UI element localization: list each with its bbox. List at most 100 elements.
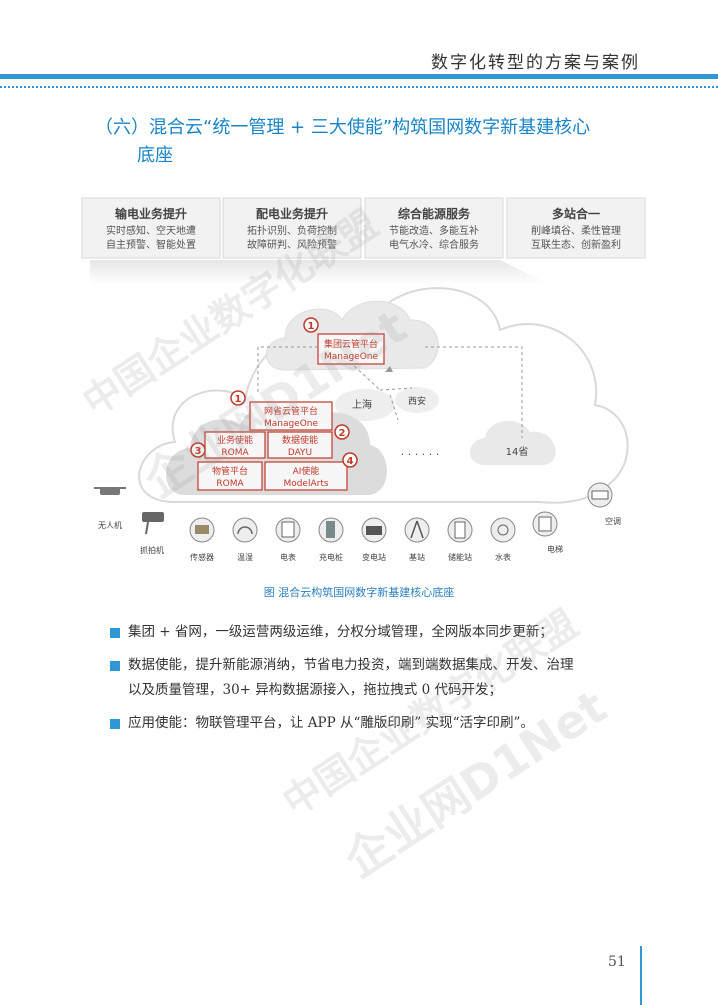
svg-text:空调: 空调	[605, 516, 621, 526]
svg-text:抓拍机: 抓拍机	[140, 545, 164, 555]
section-title-line1: （六）混合云“统一管理 + 三大使能”构筑国网数字新基建核心	[95, 117, 591, 138]
bullet-text-cont: 以及质量管理，30+ 异构数据源接入，拖拉拽式 0 代码开发；	[128, 682, 502, 698]
drone-icon	[94, 487, 126, 495]
svg-text:1: 1	[235, 394, 242, 405]
svg-text:1: 1	[308, 321, 315, 332]
group-platform-box: 集团云管平台 ManageOne	[317, 333, 385, 365]
svg-text:ManageOne: ManageOne	[324, 352, 379, 362]
figure-caption: 图 混合云构筑国网数字新基建核心底座	[263, 586, 455, 599]
svg-text:拓扑识别、负荷控制: 拓扑识别、负荷控制	[247, 224, 337, 237]
svg-text:节能改造、多能互补: 节能改造、多能互补	[389, 224, 479, 237]
svg-text:ROMA: ROMA	[216, 479, 244, 489]
service-enable-box: 业务使能 ROMA	[204, 431, 266, 459]
sensor-icon	[189, 517, 215, 543]
ai-enable-box: AI使能 ModelArts	[264, 461, 348, 491]
svg-text:物管平台: 物管平台	[212, 465, 248, 477]
svg-text:业务使能: 业务使能	[217, 434, 253, 446]
svg-text:综合能源服务: 综合能源服务	[398, 206, 471, 221]
camera-icon	[142, 512, 164, 535]
svg-text:AI使能: AI使能	[293, 465, 320, 477]
svg-text:配电业务提升: 配电业务提升	[256, 206, 328, 221]
arrow-head-2	[385, 366, 393, 372]
svg-text:实时感知、空天地遭: 实时感知、空天地遭	[106, 224, 196, 237]
xian-label: 西安	[408, 395, 426, 407]
floor-shadow	[90, 260, 550, 285]
data-enable-box: 数据使能 DAYU	[267, 431, 333, 459]
svg-text:电梯: 电梯	[547, 544, 563, 554]
svg-text:数据使能: 数据使能	[282, 434, 318, 446]
bullet-square	[110, 628, 120, 638]
svg-text:输电业务提升: 输电业务提升	[115, 206, 187, 221]
number-badge-1-group	[303, 317, 319, 333]
number-badge-1-province	[230, 390, 246, 406]
bullet-square	[110, 661, 120, 671]
svg-text:ROMA: ROMA	[221, 448, 249, 458]
running-header: 数字化转型的方案与案例	[431, 53, 640, 73]
section-title: （六）混合云“统一管理 + 三大使能”构筑国网数字新基建核心 底座	[95, 114, 655, 170]
header-dotted-rule	[0, 86, 718, 88]
charger-icon	[318, 517, 344, 543]
substation-icon	[361, 517, 387, 543]
svg-text:充电桩: 充电桩	[319, 552, 343, 562]
base-station-icon	[404, 517, 430, 543]
number-badge-4	[342, 452, 358, 468]
svg-text:ModelArts: ModelArts	[283, 479, 328, 489]
header-bar	[0, 74, 718, 79]
prov14-cloud	[470, 420, 556, 465]
shanghai-cloud	[335, 389, 395, 421]
bullet-square	[110, 719, 120, 729]
svg-text:2: 2	[339, 428, 346, 439]
architecture-figure: 输电业务提升 实时感知、空天地遭 自主预警、智能处置 配电业务提升 拓扑识别、负…	[80, 190, 650, 570]
bullet-item: 集团 + 省网，一级运营两级运维，分权分域管理，全网版本同步更新；	[110, 620, 630, 645]
top-box-4: 多站合一 削峰填谷、柔性管理 互联生态、创新盈利	[506, 197, 646, 259]
svg-text:变电站: 变电站	[362, 552, 386, 562]
svg-text:削峰填谷、柔性管理: 削峰填谷、柔性管理	[531, 224, 621, 237]
storage-icon	[447, 517, 473, 543]
svg-text:传感器: 传感器	[190, 552, 214, 562]
svg-text:集团云管平台: 集团云管平台	[324, 338, 378, 350]
svg-text:水表: 水表	[495, 552, 511, 562]
elevator-icon	[532, 511, 558, 537]
iot-platform-box: 物管平台 ROMA	[197, 461, 263, 491]
svg-text:温湿: 温湿	[237, 553, 253, 562]
architecture-diagram: 输电业务提升 实时感知、空天地遭 自主预警、智能处置 配电业务提升 拓扑识别、负…	[81, 197, 646, 562]
meter-icon	[275, 517, 301, 543]
top-box-1: 输电业务提升 实时感知、空天地遭 自主预警、智能处置	[81, 197, 221, 259]
prov14-label: 14省	[506, 445, 529, 458]
humidity-icon	[232, 517, 258, 543]
page-number-rule	[640, 946, 642, 1005]
svg-text:互联生态、创新盈利: 互联生态、创新盈利	[531, 238, 621, 251]
svg-text:3: 3	[195, 446, 202, 457]
svg-text:DAYU: DAYU	[288, 448, 312, 458]
province-platform-box: 网省云管平台 ManageOne	[249, 401, 333, 431]
xian-cloud	[395, 387, 439, 413]
number-badge-2	[334, 424, 350, 440]
connectors	[257, 346, 523, 438]
bullet-list: 集团 + 省网，一级运营两级运维，分权分域管理，全网版本同步更新； 数据使能，提…	[110, 620, 630, 744]
top-box-2: 配电业务提升 拓扑识别、负荷控制 故障研判、风险预警	[222, 197, 362, 259]
svg-text:自主预警、智能处置: 自主预警、智能处置	[106, 238, 196, 251]
water-meter-icon	[490, 517, 516, 543]
svg-text:4: 4	[347, 456, 354, 467]
svg-text:ManageOne: ManageOne	[264, 419, 319, 429]
ellipsis: · · · · · ·	[401, 448, 439, 461]
svg-text:多站合一: 多站合一	[552, 206, 600, 221]
aircon-icon	[587, 482, 613, 508]
svg-text:电表: 电表	[280, 552, 296, 562]
svg-text:故障研判、风险预警: 故障研判、风险预警	[247, 238, 337, 251]
svg-text:基站: 基站	[409, 552, 425, 562]
bullet-text: 数据使能，提升新能源消纳，节省电力投资，端到端数据集成、开发、治理	[128, 657, 574, 673]
bullet-text: 集团 + 省网，一级运营两级运维，分权分域管理，全网版本同步更新；	[128, 624, 553, 640]
svg-text:网省云管平台: 网省云管平台	[264, 405, 318, 417]
section-title-line2: 底座	[137, 145, 173, 166]
page-number: 51	[608, 954, 626, 970]
number-badge-3	[190, 442, 206, 458]
bullet-text: 应用使能：物联管理平台，让 APP 从“雕版印刷” 实现“活字印刷”。	[128, 715, 534, 731]
svg-text:无人机: 无人机	[98, 520, 122, 530]
svg-text:电气水冷、综合服务: 电气水冷、综合服务	[389, 238, 479, 251]
bullet-item: 应用使能：物联管理平台，让 APP 从“雕版印刷” 实现“活字印刷”。	[110, 711, 630, 736]
bullet-item: 数据使能，提升新能源消纳，节省电力投资，端到端数据集成、开发、治理 以及质量管理…	[110, 653, 630, 703]
top-box-3: 综合能源服务 节能改造、多能互补 电气水冷、综合服务	[364, 197, 504, 259]
shanghai-label: 上海	[352, 398, 372, 411]
svg-text:储能站: 储能站	[448, 552, 472, 562]
